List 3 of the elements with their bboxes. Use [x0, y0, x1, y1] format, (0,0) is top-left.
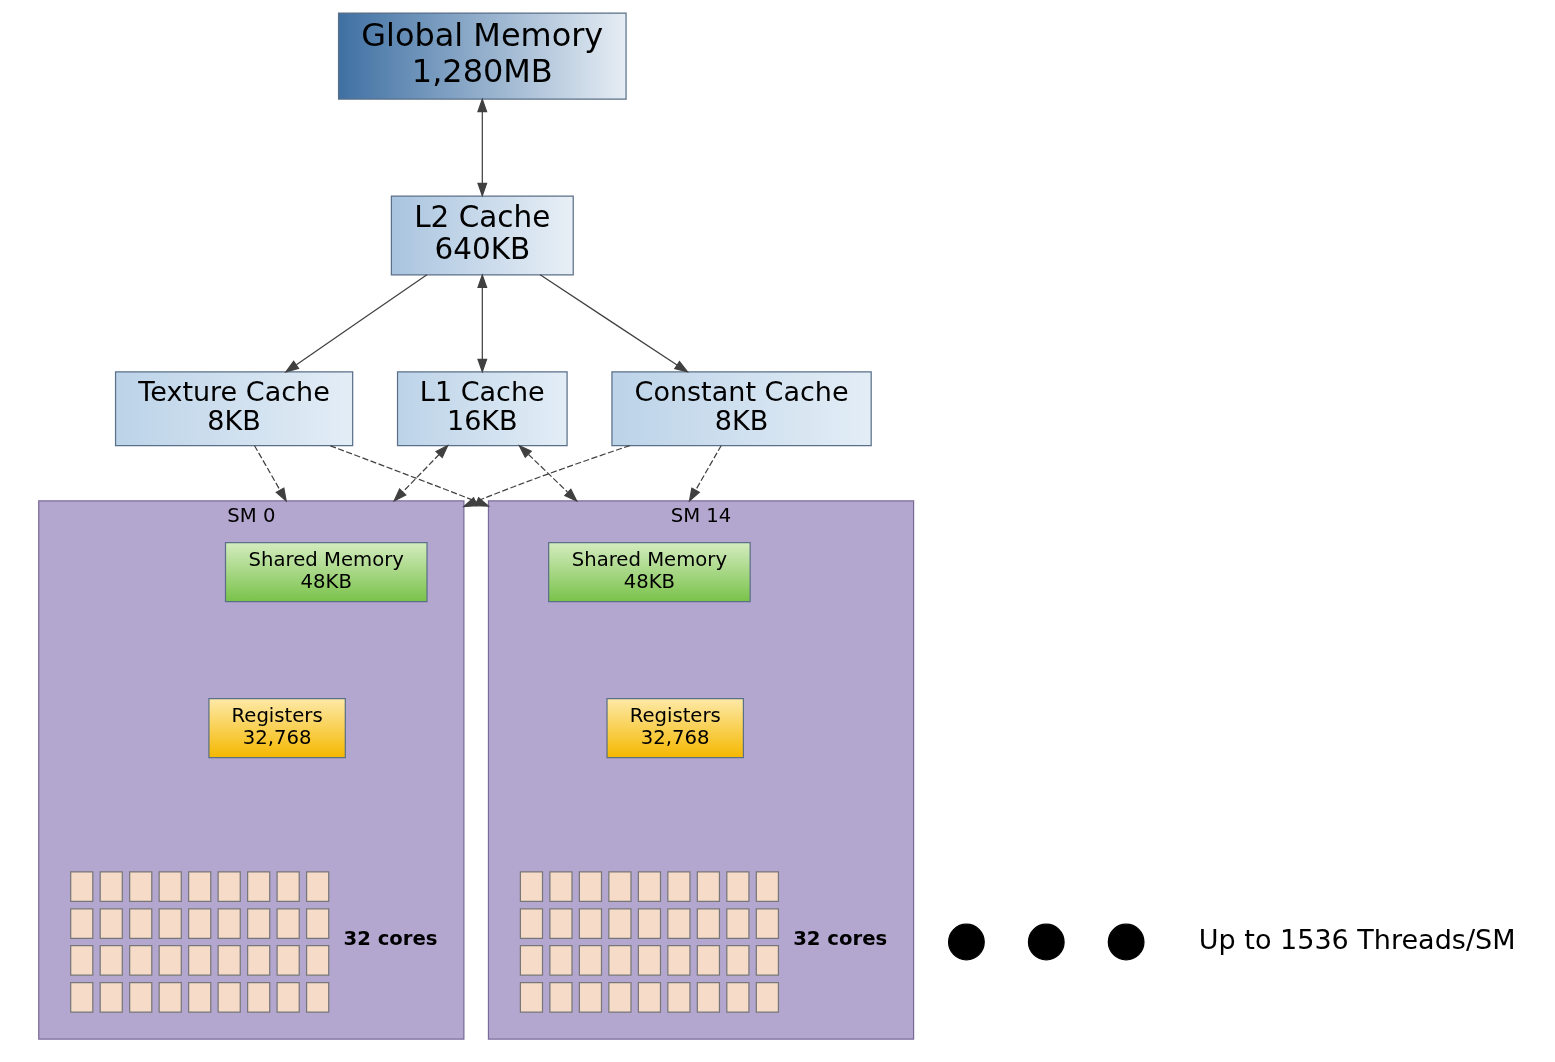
node-label: 32 cores	[343, 927, 438, 951]
node-label: 32 cores	[793, 927, 888, 951]
label: Up to 1536 Threads/SM	[1198, 923, 1516, 955]
